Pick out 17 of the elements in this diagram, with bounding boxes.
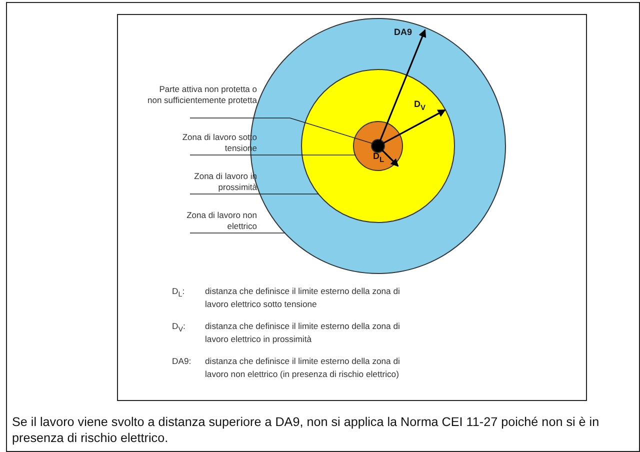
inner-zone-circle	[353, 121, 403, 171]
legend-description: distanza che definisce il limite esterno della zona di lavoro non elettrico (in presenza di rischio elettrico)	[205, 355, 401, 380]
leader-line	[190, 154, 356, 156]
dimension-label: D$_{V}$	[414, 98, 426, 114]
leader-line	[190, 118, 372, 144]
legend-symbol: DA9:	[172, 355, 192, 368]
legend-symbol: D$_{L}$:	[172, 285, 185, 301]
legend-symbol: D$_{V}$:	[172, 320, 186, 336]
legend-description: distanza che definisce il limite esterno della zona di lavoro elettrico in prossimità	[205, 320, 401, 345]
dimension-label: DA9	[394, 26, 412, 38]
leader-line	[190, 232, 286, 234]
zone-label: Zona di lavoro non elettrico	[177, 210, 257, 232]
legend-description: distanza che definisce il limite esterno della zona di lavoro elettrico sotto tensione	[205, 285, 401, 310]
part-label: Parte attiva non protetta o non sufficientemente protetta	[145, 84, 257, 106]
zone-label: Zona di lavoro in prossimità	[177, 171, 257, 193]
dimension-label: D$_{L}$	[373, 150, 384, 166]
caption-text: Se il lavoro viene svolto a distanza superiore a DA9, non si applica la Norma CEI 11-27 poiché non si è in presenza di rischio elettrico.	[12, 414, 600, 446]
